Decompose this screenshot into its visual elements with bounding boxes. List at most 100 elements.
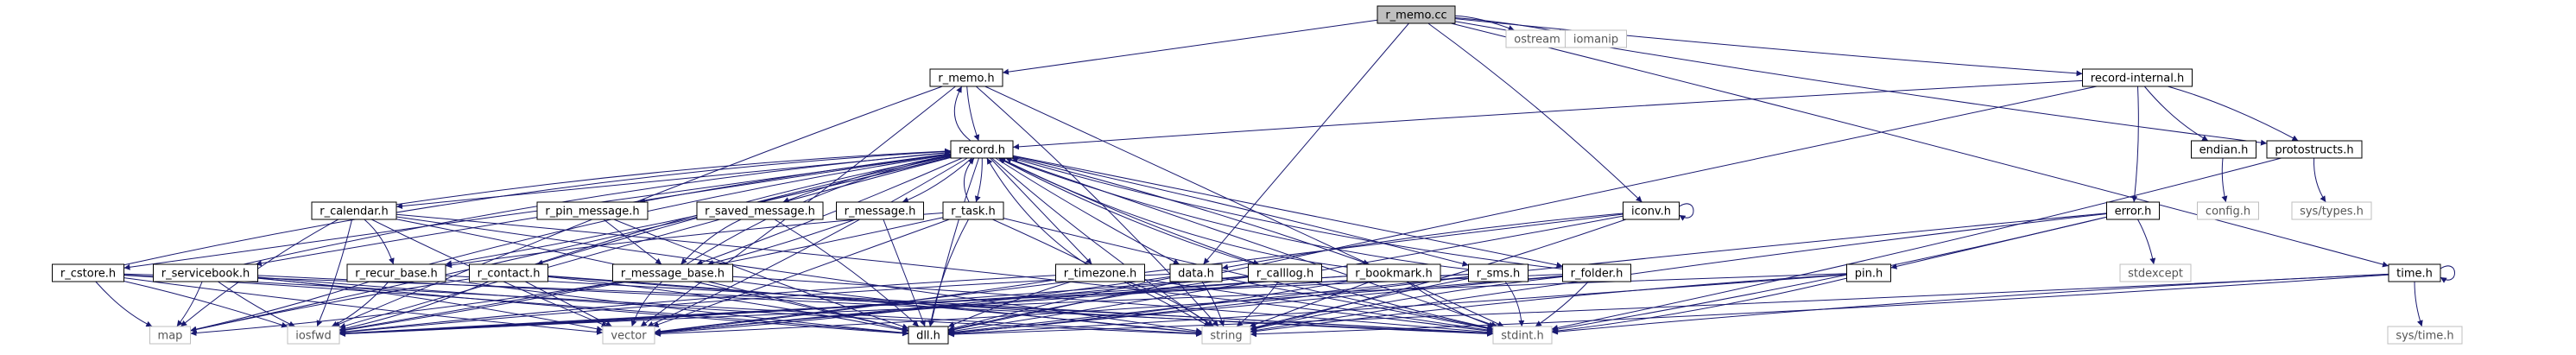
node-box <box>2119 263 2192 282</box>
edge-pin_h-to-stdint_h <box>1551 277 1847 334</box>
edge-r_saved_message_h-to-dll_h <box>774 219 920 327</box>
node-record-h[interactable]: record.h <box>950 140 1014 159</box>
edge-record_h-to-r_sms_h <box>1012 155 1469 267</box>
node-box <box>149 326 191 345</box>
edge-record_h-to-r_bookmark_h <box>1012 156 1370 265</box>
edge-r_memo_h-to-record_h <box>966 86 980 142</box>
node-box <box>2387 326 2463 345</box>
edge-r_cstore_h-to-vector <box>123 277 604 335</box>
node-pin-h[interactable]: pin.h <box>1846 263 1891 282</box>
edge-r_timezone_h-to-dll_h <box>947 281 1072 327</box>
node-r-calllog-h[interactable]: r_calllog.h <box>1248 263 1322 282</box>
edge-r_message_base_h-to-dll_h <box>707 281 909 333</box>
node-stdexcept[interactable]: stdexcept <box>2119 263 2192 282</box>
node-label: r_memo.h <box>938 73 994 86</box>
node-iomanip[interactable]: iomanip <box>1565 29 1627 48</box>
node-protostructs-h[interactable]: protostructs.h <box>2266 140 2363 159</box>
node-r-timezone-h[interactable]: r_timezone.h <box>1055 263 1145 282</box>
edge-r_calendar_h-to-r_recur_base_h <box>364 219 395 265</box>
edge-r_task_h-to-record_h <box>963 157 975 203</box>
edge-record_h-to-r_message_base_h <box>696 157 963 265</box>
edge-time_h-to-string <box>1250 274 2389 338</box>
node-box <box>1468 263 1529 282</box>
edge-r_sms_h-to-record_h <box>1005 157 1469 270</box>
node-r-sms-h[interactable]: r_sms.h <box>1468 263 1529 282</box>
edge-r_bookmark_h-to-string <box>1249 281 1371 327</box>
node-sys-types-h[interactable]: sys/types.h <box>2291 201 2372 220</box>
node-data-h[interactable]: data.h <box>1169 263 1223 282</box>
edge-r_contact_h-to-stdint_h <box>547 276 1494 337</box>
node-r-calendar-h[interactable]: r_calendar.h <box>311 201 397 220</box>
node-label: endian.h <box>2199 144 2249 157</box>
node-sys-time-h[interactable]: sys/time.h <box>2387 326 2463 345</box>
node-label: config.h <box>2206 206 2250 219</box>
node-string[interactable]: string <box>1201 326 1251 345</box>
node-box <box>536 201 649 220</box>
node-vector[interactable]: vector <box>602 326 655 345</box>
edge-protostructs_h-to-sys_types_h <box>2313 157 2326 203</box>
edge-record_h-to-iosfwd <box>339 156 952 329</box>
node-box <box>1201 326 1251 345</box>
node-dll-h[interactable]: dll.h <box>908 326 949 345</box>
node-r-message-base-h[interactable]: r_message_base.h <box>612 263 733 282</box>
edge-r_memo_h-to-stdint_h <box>984 86 1504 327</box>
node-stdint-h[interactable]: stdint.h <box>1492 326 1553 345</box>
node-box <box>1846 263 1891 282</box>
edge-r_servicebook_h-to-map <box>176 281 203 327</box>
edge-r_contact_h-to-iosfwd <box>339 281 490 332</box>
edge-r_cstore_h-to-record_h <box>123 149 952 266</box>
node-box <box>612 263 733 282</box>
node-label: r_folder.h <box>1571 268 1623 281</box>
node-r-memo-cc[interactable]: r_memo.cc <box>1377 5 1456 24</box>
edge-r_message_base_h-to-stdint_h <box>732 276 1494 335</box>
node-box <box>602 326 655 345</box>
node-r-bookmark-h[interactable]: r_bookmark.h <box>1346 263 1441 282</box>
node-box <box>1565 29 1627 48</box>
node-r-task-h[interactable]: r_task.h <box>942 201 1004 220</box>
node-label: time.h <box>2396 268 2433 281</box>
edge-data_h-to-dll_h <box>947 277 1171 332</box>
edge-r_saved_message_h-to-r_message_base_h <box>680 219 742 265</box>
node-endian-h[interactable]: endian.h <box>2191 140 2256 159</box>
edge-r_folder_h-to-stdint_h <box>1535 281 1589 327</box>
node-r-folder-h[interactable]: r_folder.h <box>1562 263 1631 282</box>
node-r-cstore-h[interactable]: r_cstore.h <box>52 263 124 282</box>
node-label: data.h <box>1178 268 1214 281</box>
node-r-message-h[interactable]: r_message.h <box>836 201 924 220</box>
node-config-h[interactable]: config.h <box>2197 201 2259 220</box>
edge-iconv_h-to-data_h <box>1221 212 1623 270</box>
edge-r_bookmark_h-to-record_h <box>999 157 1348 268</box>
node-label: r_cstore.h <box>60 268 116 281</box>
node-iconv-h[interactable]: iconv.h <box>1623 201 1680 220</box>
edge-time_h-to-dll_h <box>947 274 2389 338</box>
node-label: r_sms.h <box>1477 268 1520 281</box>
node-error-h[interactable]: error.h <box>2106 201 2160 220</box>
node-map[interactable]: map <box>149 326 191 345</box>
node-r-pin-message-h[interactable]: r_pin_message.h <box>536 201 649 220</box>
edge-r_contact_h-to-map <box>190 278 470 333</box>
edge-r_message_base_h-to-string <box>732 280 1203 336</box>
edge-error_h-to-stdint_h <box>1551 216 2107 333</box>
node-r-contact-h[interactable]: r_contact.h <box>469 263 548 282</box>
edge-r_memo_cc-to-data_h <box>1203 22 1409 265</box>
node-iosfwd[interactable]: iosfwd <box>287 326 340 345</box>
node-ostream[interactable]: ostream <box>1505 29 1569 48</box>
edge-r_timezone_h-to-record_h <box>986 157 1087 265</box>
node-box <box>2191 140 2256 159</box>
node-r-recur-base-h[interactable]: r_recur_base.h <box>346 263 446 282</box>
edge-r_memo_cc-to-iconv_h <box>1427 22 1642 203</box>
edge-r_calendar_h-to-record_h <box>396 148 952 206</box>
node-record-internal-h[interactable]: record-internal.h <box>2082 68 2193 87</box>
node-label: string <box>1210 330 1242 343</box>
node-r-servicebook-h[interactable]: r_servicebook.h <box>153 263 258 282</box>
node-label: r_memo.cc <box>1385 10 1446 22</box>
edge-pin_h-to-iosfwd <box>339 273 1847 337</box>
edge-r_timezone_h-to-vector <box>654 279 1056 335</box>
node-r-memo-h[interactable]: r_memo.h <box>929 68 1003 87</box>
node-label: error.h <box>2115 206 2152 219</box>
node-r-saved-message-h[interactable]: r_saved_message.h <box>696 201 824 220</box>
node-time-h[interactable]: time.h <box>2388 263 2441 282</box>
edge-r_servicebook_h-to-iosfwd <box>218 281 295 327</box>
node-box <box>153 263 258 282</box>
